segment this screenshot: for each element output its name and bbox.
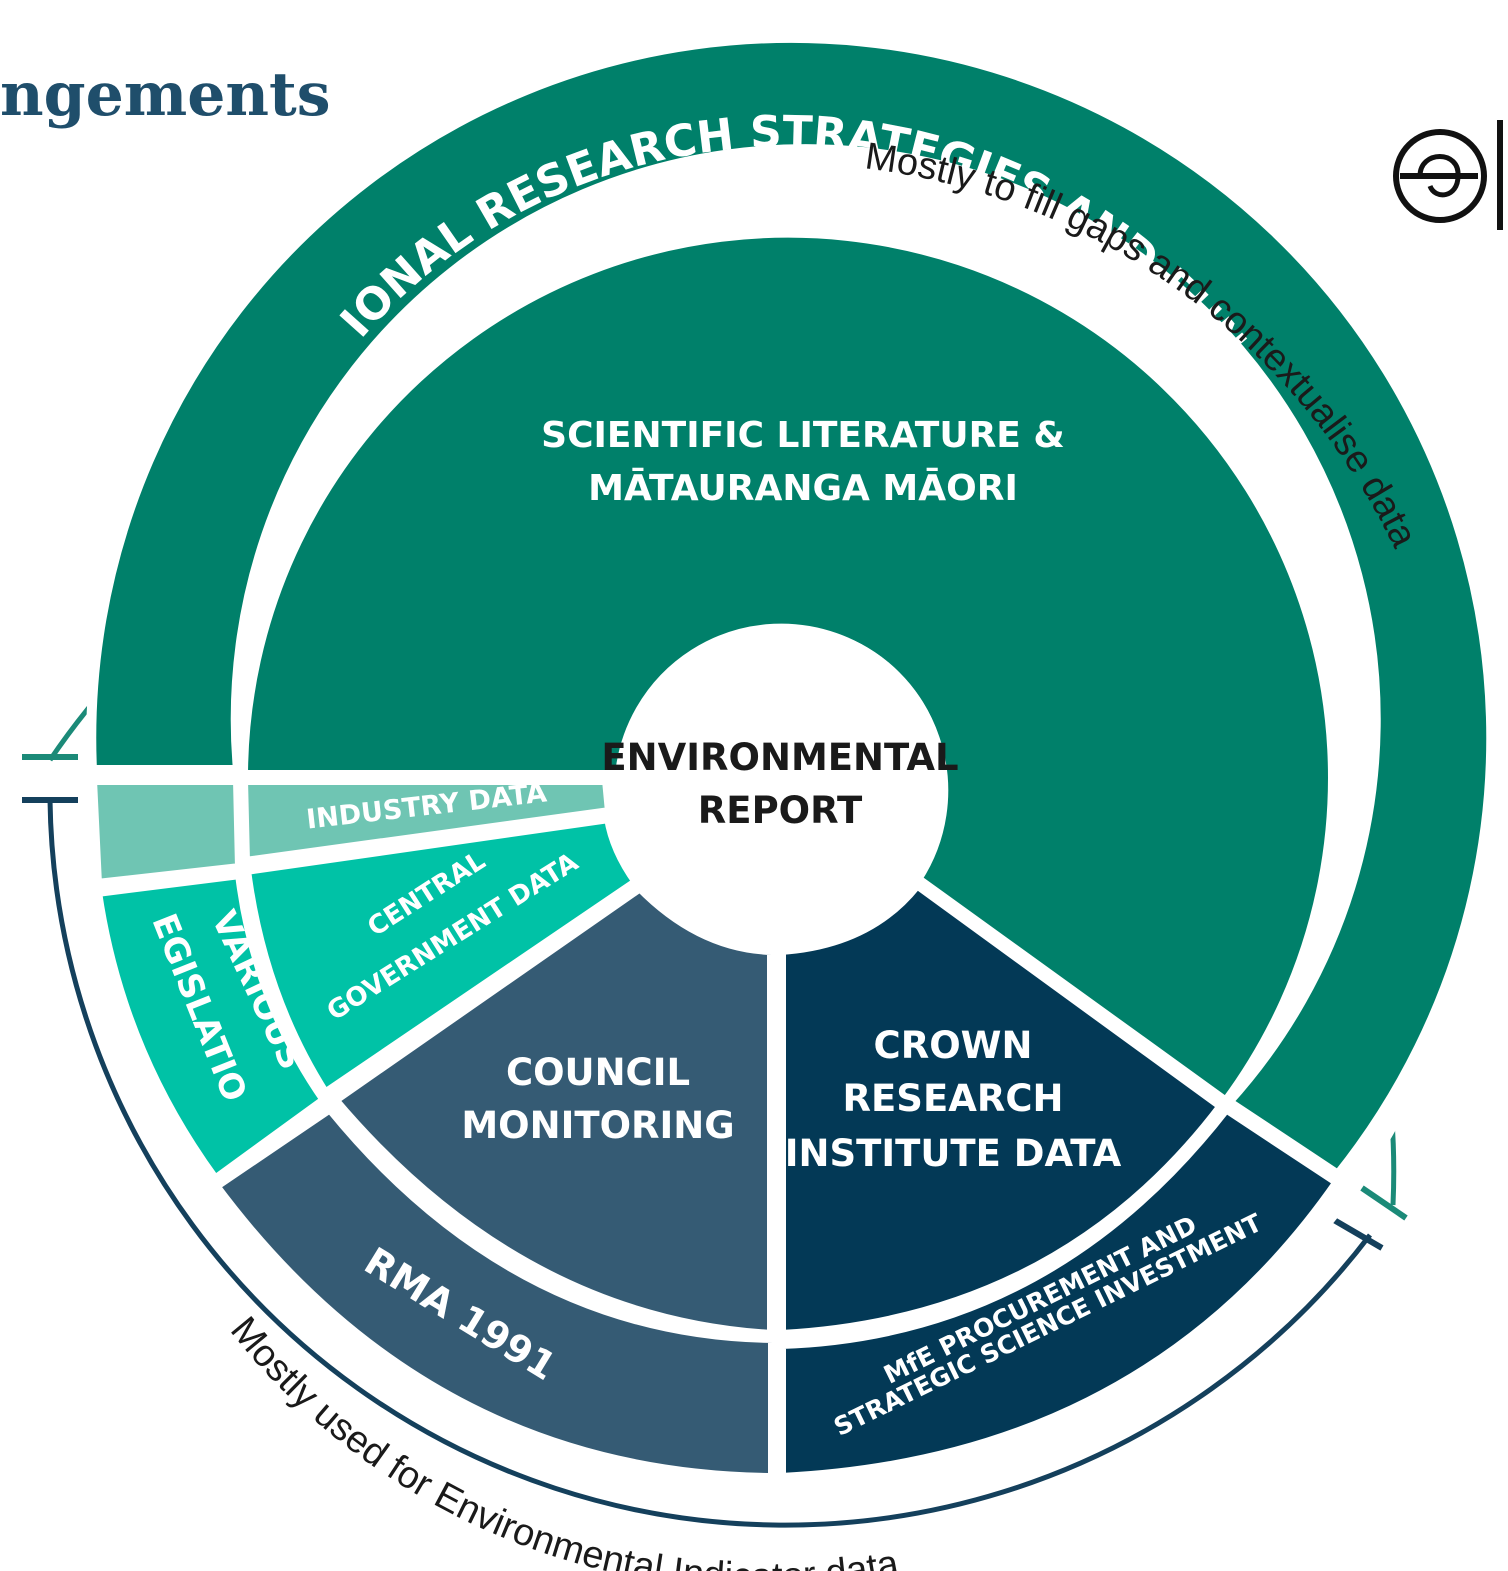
label-council-line1: COUNCIL: [506, 1051, 690, 1094]
bottom-annotation-arc: [47, 799, 1372, 1528]
label-scientific-line2: MĀTAURANGA MĀORI: [588, 467, 1018, 509]
center-label-line2: REPORT: [698, 789, 863, 832]
segment-industry-data: [237, 775, 616, 868]
page-title: ngements: [0, 60, 331, 130]
segment-central-government: [240, 812, 645, 1102]
label-crown-line2: RESEARCH: [843, 1077, 1064, 1120]
center-circle: [623, 625, 947, 949]
label-crown-line3: INSTITUTE DATA: [785, 1132, 1122, 1175]
segment-industry-outer: [86, 775, 246, 890]
label-council-line2: MONITORING: [461, 1104, 734, 1147]
segment-mfe: [776, 1101, 1346, 1484]
segment-national-research: [86, 32, 1497, 1182]
top-arc-tick-right: [1360, 1185, 1408, 1221]
ae-logo-icon: [1393, 120, 1503, 230]
label-scientific-line1: SCIENTIFIC LITERATURE &: [541, 415, 1065, 456]
center-label-line1: ENVIRONMENTAL: [601, 736, 958, 779]
segment-council-monitoring: [326, 880, 777, 1341]
bottom-arc-tick-right: [1332, 1217, 1384, 1251]
label-crown-line1: CROWN: [874, 1024, 1033, 1067]
segment-rma: [207, 1101, 778, 1484]
